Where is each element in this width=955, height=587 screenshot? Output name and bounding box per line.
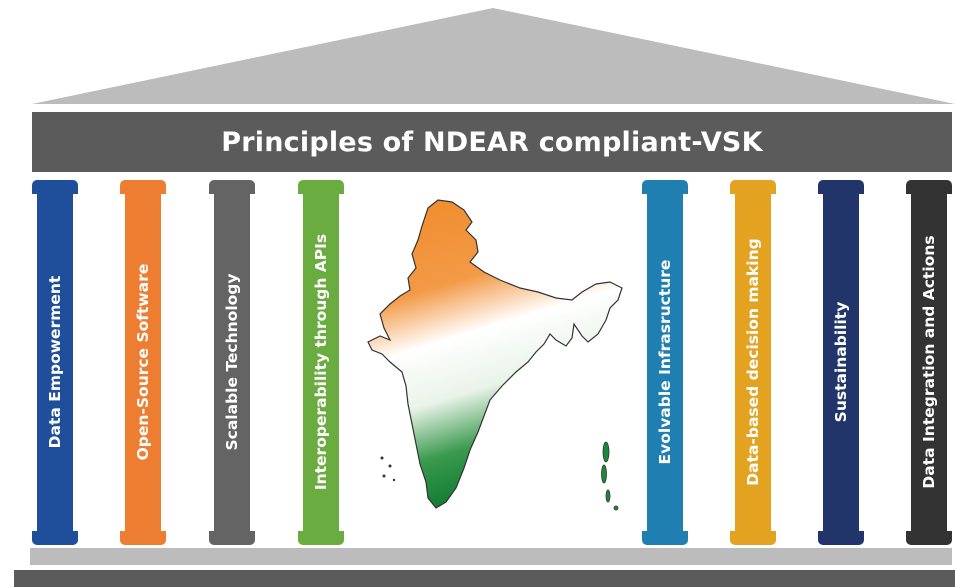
pillar-label: Open-Source Software <box>134 263 152 461</box>
pillar-sustainability: Sustainability <box>818 180 864 545</box>
pillar-evolvable-infrastructure: Evolvable Infrasructure <box>642 180 688 545</box>
pillar-interoperability: Interoperability through APIs <box>298 180 344 545</box>
page-title: Principles of NDEAR compliant-VSK <box>221 126 763 158</box>
pillar-shaft <box>911 194 947 531</box>
india-mainland <box>367 199 623 509</box>
pillar-cap <box>298 180 344 194</box>
ground-step <box>14 570 955 587</box>
pillar-shaft <box>303 194 339 531</box>
roof <box>32 8 955 104</box>
pillar-label: Data Integration and Actions <box>920 235 938 489</box>
pillar-shaft <box>37 194 73 531</box>
pillar-base <box>209 531 255 545</box>
pillar-shaft <box>125 194 161 531</box>
pillar-cap <box>818 180 864 194</box>
pillar-base <box>120 531 166 545</box>
pillar-cap <box>906 180 952 194</box>
pillar-label: Data-based decision making <box>744 238 762 486</box>
pillar-base <box>818 531 864 545</box>
pillar-shaft <box>735 194 771 531</box>
pillar-label: Interoperability through APIs <box>312 233 330 491</box>
pillar-base <box>298 531 344 545</box>
pillar-label: Data Empowerment <box>46 275 64 449</box>
pillar-label: Scalable Technology <box>223 273 241 451</box>
pillar-cap <box>32 180 78 194</box>
pillar-data-integration: Data Integration and Actions <box>906 180 952 545</box>
pillar-data-empowerment: Data Empowerment <box>32 180 78 545</box>
pillar-cap <box>642 180 688 194</box>
lakshadweep-islands <box>380 456 396 482</box>
pillar-base <box>906 531 952 545</box>
andaman-islands <box>601 441 619 511</box>
pillar-cap <box>120 180 166 194</box>
pillar-base <box>730 531 776 545</box>
pillar-cap <box>209 180 255 194</box>
pillar-base <box>642 531 688 545</box>
floor-step <box>30 548 952 565</box>
pillar-shaft <box>214 194 250 531</box>
pillar-open-source-software: Open-Source Software <box>120 180 166 545</box>
pillar-scalable-technology: Scalable Technology <box>209 180 255 545</box>
pillar-data-based-decision-making: Data-based decision making <box>730 180 776 545</box>
pillar-cap <box>730 180 776 194</box>
banner-title: Principles of NDEAR compliant-VSK <box>32 112 952 172</box>
pillar-shaft <box>647 194 683 531</box>
india-map <box>367 199 623 511</box>
pillar-base <box>32 531 78 545</box>
pillar-shaft <box>823 194 859 531</box>
pillar-label: Sustainability <box>832 301 850 423</box>
pillar-label: Evolvable Infrasructure <box>656 259 674 465</box>
